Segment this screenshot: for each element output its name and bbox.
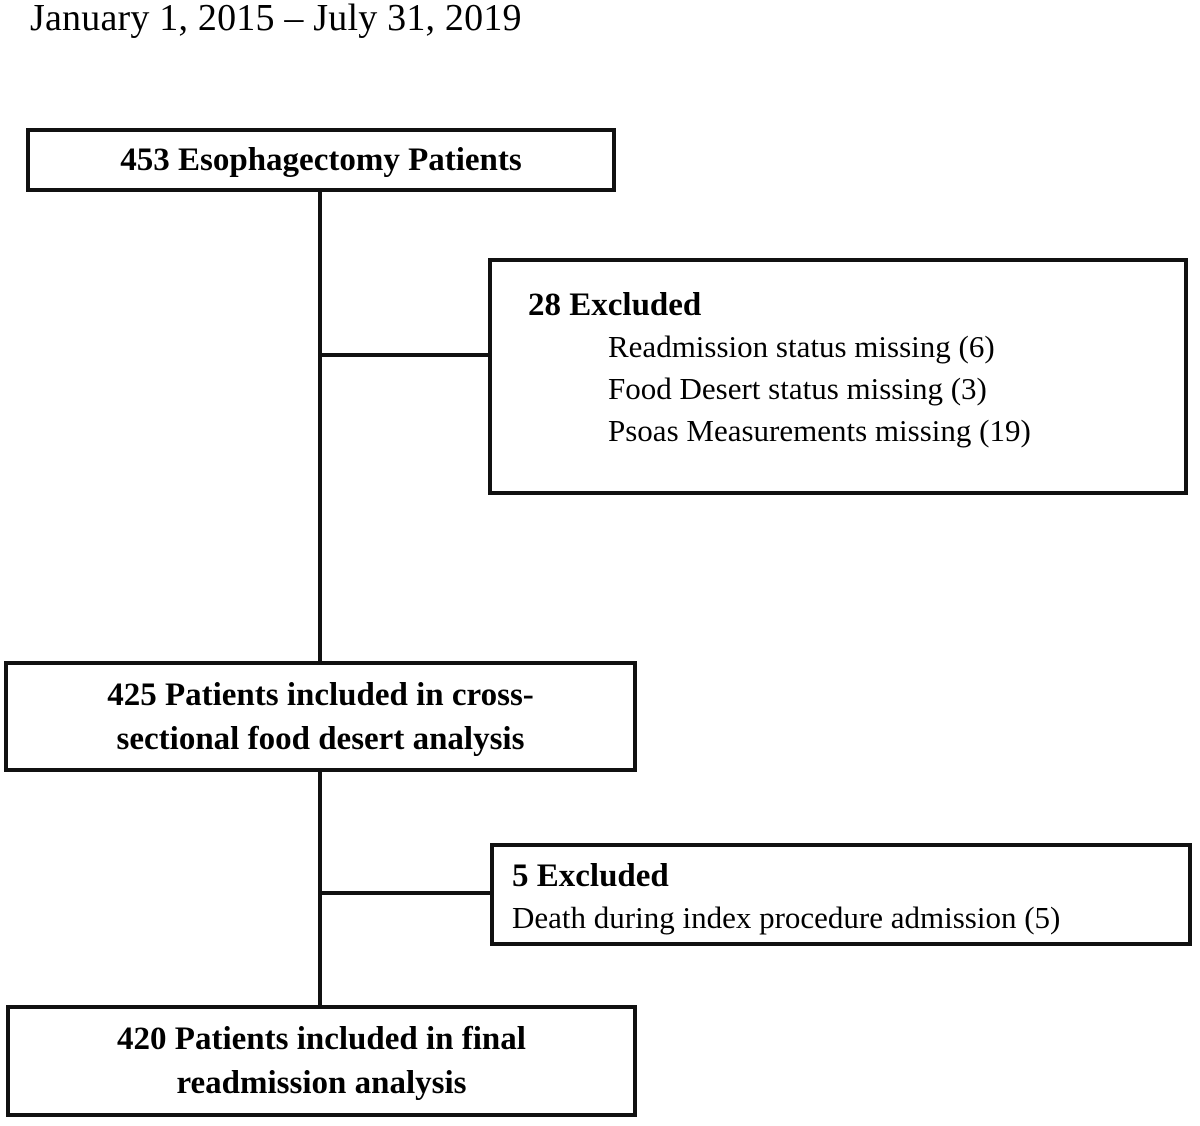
node-excluded-1-header: 28 Excluded <box>528 287 702 323</box>
study-period-title: January 1, 2015 – July 31, 2019 <box>30 0 522 39</box>
node-included-1-line1: 425 Patients included in cross- <box>107 676 534 713</box>
node-excluded-1-item-1: Food Desert status missing (3) <box>608 371 987 406</box>
node-included-2: 420 Patients included in final readmissi… <box>6 1005 637 1117</box>
node-included-1: 425 Patients included in cross- sectiona… <box>4 661 637 772</box>
node-excluded-1: 28 Excluded Readmission status missing (… <box>488 258 1188 495</box>
node-cohort-label: 453 Esophagectomy Patients <box>120 142 522 178</box>
node-cohort: 453 Esophagectomy Patients <box>26 128 616 192</box>
node-included-2-line1: 420 Patients included in final <box>117 1021 526 1057</box>
node-excluded-2-item-0: Death during index procedure admission (… <box>512 900 1061 935</box>
node-excluded-2-header: 5 Excluded <box>512 858 669 894</box>
node-excluded-1-item-0: Readmission status missing (6) <box>608 329 995 364</box>
connector-branch-excluded2 <box>318 891 492 895</box>
connector-cohort-to-included1 <box>318 192 322 663</box>
node-excluded-2: 5 Excluded Death during index procedure … <box>490 843 1192 946</box>
connector-branch-excluded1 <box>318 353 490 357</box>
node-excluded-1-item-2: Psoas Measurements missing (19) <box>608 413 1031 448</box>
node-included-1-line2: sectional food desert analysis <box>116 720 525 757</box>
connector-included1-to-included2 <box>318 772 322 1005</box>
node-included-2-line2: readmission analysis <box>176 1065 467 1101</box>
